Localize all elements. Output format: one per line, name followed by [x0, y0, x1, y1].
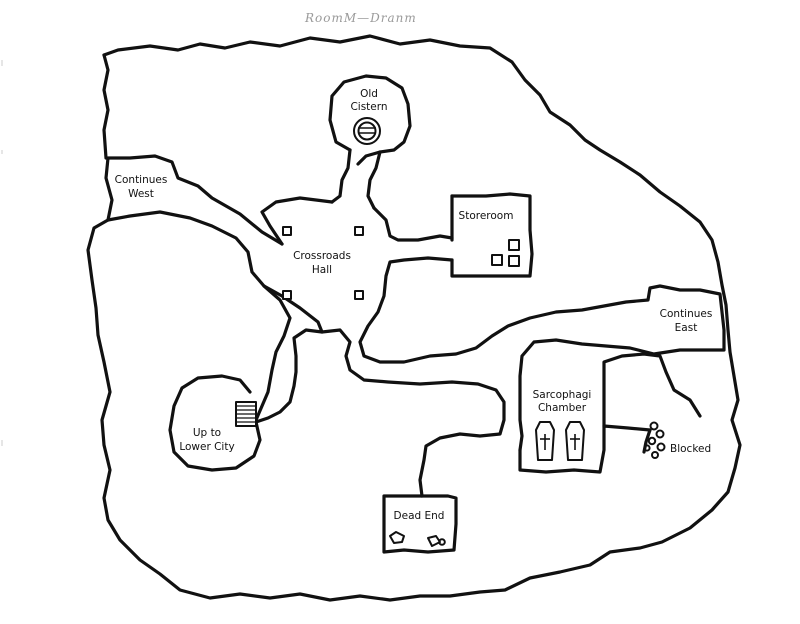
dead-end-label: Dead End	[394, 510, 445, 522]
up-to-lower-city-label: Up to	[193, 427, 221, 439]
coffin-icon	[535, 421, 555, 461]
well-icon	[353, 117, 381, 145]
title-scribble: RoomM—Dranm	[304, 11, 417, 25]
crossroads-hall-label: Crossroads	[293, 250, 351, 262]
dead-end-room	[382, 494, 458, 554]
storeroom-room	[450, 192, 534, 278]
crate-icon	[508, 239, 520, 251]
storeroom-label: Storeroom	[459, 210, 514, 222]
old-cistern-room	[328, 74, 412, 166]
sarcophagi-chamber-room	[518, 424, 652, 474]
stairs-icon	[235, 401, 257, 427]
continues-west-label: West	[128, 188, 154, 200]
up-to-lower-city-label: Lower City	[179, 441, 234, 453]
pillar-icon	[282, 226, 292, 236]
crossroads-hall-room	[260, 196, 454, 246]
up-to-lower-city-room	[168, 374, 262, 472]
old-cistern-label: Cistern	[350, 101, 387, 113]
continues-west-label: Continues	[115, 174, 168, 186]
pillar-icon	[282, 290, 292, 300]
blocked-label: Blocked	[670, 443, 711, 455]
pillar-icon	[354, 290, 364, 300]
crate-icon	[491, 254, 503, 266]
old-cistern-label: Old	[360, 88, 378, 100]
crate-icon	[508, 255, 520, 267]
coffin-icon	[565, 421, 585, 461]
continues-east-label: East	[675, 322, 698, 334]
continues-east-label: Continues	[660, 308, 713, 320]
pillar-icon	[354, 226, 364, 236]
crossroads-hall-label: Hall	[312, 264, 332, 276]
cave-outer-wall	[86, 34, 742, 602]
rubble-icon	[389, 531, 446, 547]
sarcophagi-chamber-label: Sarcophagi	[533, 389, 592, 401]
sarcophagi-chamber-label: Chamber	[538, 402, 587, 414]
